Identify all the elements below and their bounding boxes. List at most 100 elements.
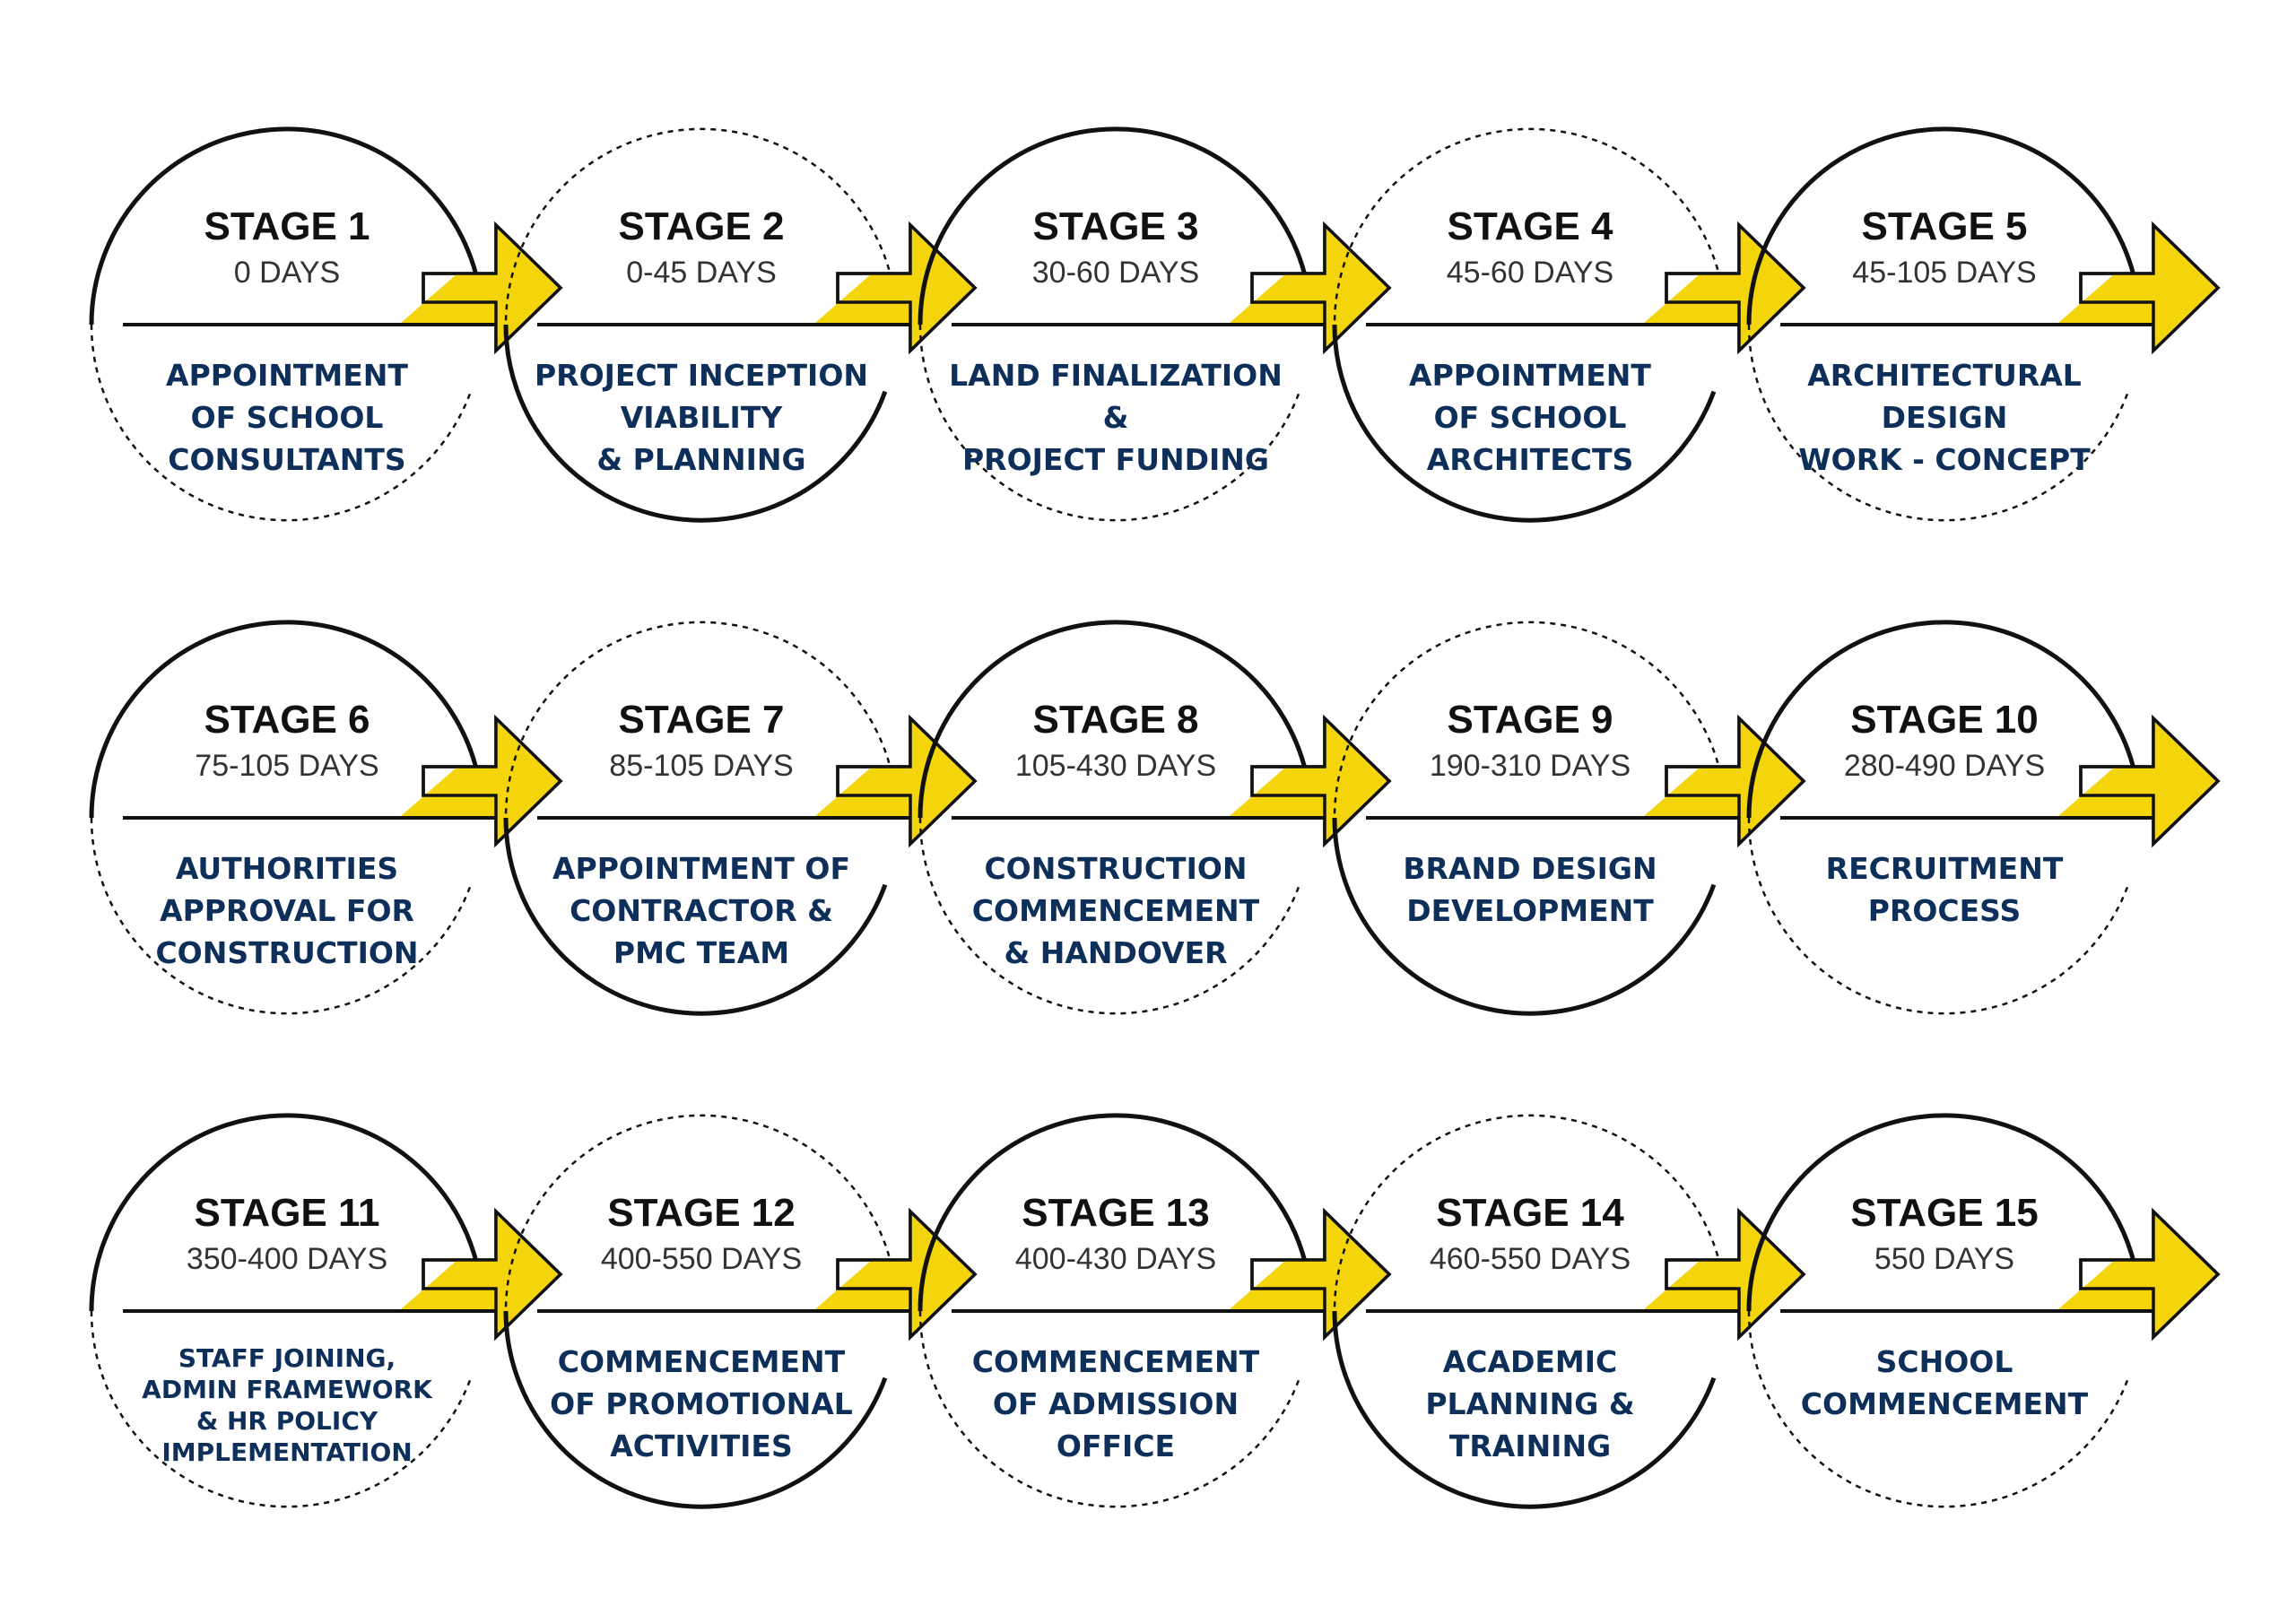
stage-title: STAGE 5	[1861, 204, 2027, 248]
stage-arrow-outline	[422, 1207, 563, 1342]
stage-circle-top-arc	[918, 1113, 1311, 1312]
stage-description-line: OF ADMISSION	[993, 1386, 1239, 1421]
stage-arrow-outline	[2079, 221, 2221, 355]
stage-arrow-yellow-fill	[2058, 718, 2218, 844]
stage-days: 460-550 DAYS	[1430, 1242, 1631, 1276]
stage-title: STAGE 9	[1447, 698, 1613, 742]
stage-arrow-outline	[836, 714, 978, 848]
stage-description-line: & HANDOVER	[1004, 935, 1227, 970]
stage-description-line: ACADEMIC	[1443, 1344, 1618, 1379]
stage-arrow-outline	[1665, 714, 1806, 848]
stage-description-line: COMMENCEMENT	[558, 1344, 846, 1379]
stage-days: 280-490 DAYS	[1844, 749, 2045, 783]
stage-description-line: APPOINTMENT OF	[552, 851, 850, 886]
stage-circle-top-arc	[1333, 127, 1724, 326]
stage-circle-top-arc	[89, 1113, 483, 1312]
stage-description-line: DESIGN	[1882, 400, 2008, 435]
stage-description-line: AUTHORITIES	[176, 851, 398, 886]
stage-circle-top-arc	[89, 620, 483, 819]
stage-circle-top-arc	[918, 620, 1311, 819]
stage-description-line: STAFF JOINING,	[178, 1343, 396, 1373]
stage-days: 0 DAYS	[234, 256, 340, 290]
stage-description-line: PMC TEAM	[613, 935, 789, 970]
stage-days: 0-45 DAYS	[626, 256, 777, 290]
stage-arrow-outline	[422, 714, 563, 848]
stage-days: 45-105 DAYS	[1852, 256, 2036, 290]
stage-description-line: ARCHITECTURAL	[1807, 358, 2082, 393]
stage-arrow-yellow-fill	[2058, 225, 2218, 351]
stage-arrow-yellow-fill	[815, 718, 975, 844]
stage-arrow-outline	[422, 221, 563, 355]
stage-title: STAGE 11	[194, 1191, 379, 1235]
stage-arrow-yellow-fill	[1644, 718, 1804, 844]
stage-days: 400-550 DAYS	[601, 1242, 802, 1276]
stage-circle-bottom-arc	[1747, 817, 2130, 1015]
stage-circle-top-arc	[1746, 1113, 2140, 1312]
stage-circle-bottom-arc	[1332, 1310, 1717, 1509]
stage-title: STAGE 13	[1022, 1191, 1209, 1235]
stage-arrow-yellow-fill	[1230, 225, 1389, 351]
stage-circle-top-arc	[504, 127, 895, 326]
stage-circle-bottom-arc	[1332, 324, 1717, 523]
stage-description-line: BRAND DESIGN	[1403, 851, 1657, 886]
stage-description-line: & HR POLICY	[196, 1406, 378, 1436]
stage-arrow-yellow-fill	[1230, 1211, 1389, 1337]
stage-circle-bottom-arc	[90, 817, 473, 1015]
stage-description-line: COMMENCEMENT	[972, 893, 1260, 928]
stage-description-line: OF SCHOOL	[1434, 400, 1627, 435]
stage-description-line: RECRUITMENT	[1826, 851, 2064, 886]
stage-circle-bottom-arc	[1747, 324, 2130, 522]
stage-description-line: ARCHITECTS	[1427, 442, 1634, 477]
stage-arrow-outline	[836, 221, 978, 355]
stage-days: 105-430 DAYS	[1015, 749, 1216, 783]
stage-description-line: OF PROMOTIONAL	[550, 1386, 853, 1421]
stage-circle-bottom-arc	[1747, 1310, 2130, 1508]
stage-days: 85-105 DAYS	[609, 749, 793, 783]
stage-circle-top-arc	[1333, 1114, 1724, 1312]
stage-description-line: APPOINTMENT	[1409, 358, 1651, 393]
stage-description-line: COMMENCEMENT	[972, 1344, 1260, 1379]
stage-circle-bottom-arc	[503, 817, 888, 1016]
stage-arrow-outline	[1665, 1207, 1806, 1342]
stage-title: STAGE 2	[618, 204, 784, 248]
stage-description-line: COMMENCEMENT	[1801, 1386, 2089, 1421]
stage-description-line: CONSTRUCTION	[155, 935, 418, 970]
stage-days: 75-105 DAYS	[195, 749, 378, 783]
stage-arrow-yellow-fill	[2058, 1211, 2218, 1337]
stage-arrow-yellow-fill	[1230, 718, 1389, 844]
stage-description-line: WORK - CONCEPT	[1798, 442, 2091, 477]
stage-circle-top-arc	[1746, 126, 2140, 326]
stage-title: STAGE 4	[1447, 204, 1613, 248]
stage-circle-bottom-arc	[503, 1310, 888, 1509]
stage-description-line: &	[1103, 400, 1129, 435]
stage-description-line: LAND FINALIZATION	[949, 358, 1283, 393]
stage-description-line: PLANNING &	[1425, 1386, 1634, 1421]
stage-arrow-outline	[1250, 221, 1392, 355]
stage-days: 550 DAYS	[1874, 1242, 2014, 1276]
stage-circle-bottom-arc	[918, 324, 1301, 522]
stage-circle-top-arc	[1746, 620, 2140, 819]
stage-description-line: APPOINTMENT	[166, 358, 408, 393]
stage-description-line: OFFICE	[1057, 1429, 1175, 1463]
stage-description-line: PROCESS	[1868, 893, 2021, 928]
stage-arrow-outline	[2079, 714, 2221, 848]
stage-title: STAGE 8	[1032, 698, 1198, 742]
stage-description-line: CONSULTANTS	[168, 442, 405, 477]
stage-circle-top-arc	[918, 126, 1311, 326]
stage-circle-top-arc	[89, 126, 483, 326]
stage-description-line: CONTRACTOR &	[570, 893, 833, 928]
stage-title: STAGE 15	[1850, 1191, 2038, 1235]
stage-arrow-outline	[836, 1207, 978, 1342]
